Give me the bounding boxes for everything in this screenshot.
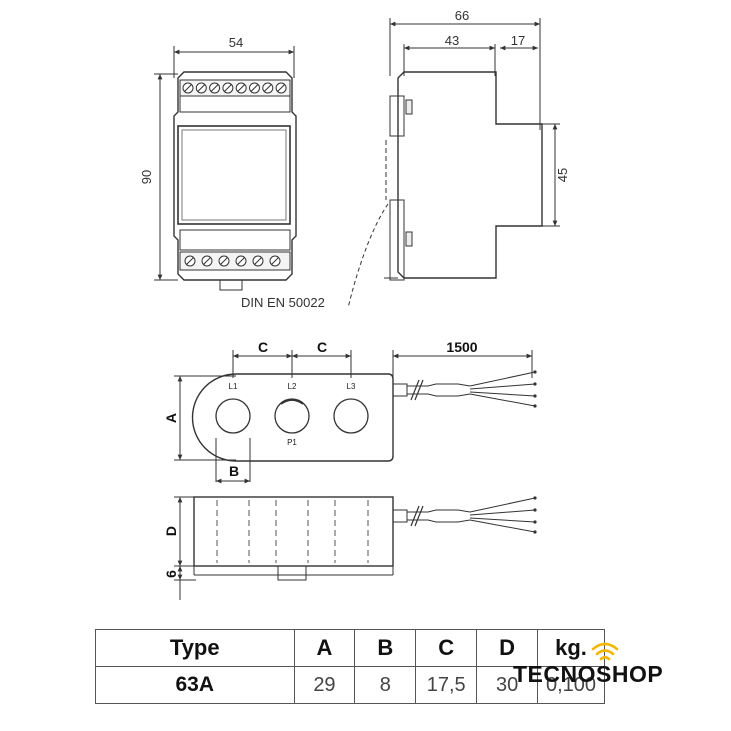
- sensor-base-label: 6: [163, 570, 179, 578]
- spec-table: Type A B C D kg. 63A 29 8 17,5 30 0,100: [95, 629, 605, 704]
- terminal-screw-slot: [197, 84, 206, 92]
- din-front-height-label: 45: [555, 168, 570, 182]
- din-width-label: 54: [229, 35, 243, 50]
- spec-table-header-row: Type A B C D kg.: [95, 629, 605, 667]
- marker-label-p1: P1: [287, 438, 297, 447]
- din-height-label: 90: [139, 170, 154, 184]
- wifi-signal-icon: [591, 642, 619, 661]
- terminal-screw-slot: [263, 84, 272, 92]
- din-module-side-view: [347, 18, 560, 309]
- header-type: Type: [95, 629, 295, 667]
- sensor-height-label: A: [163, 413, 179, 423]
- header-a: A: [293, 629, 356, 667]
- din-rail-label: DIN EN 50022: [241, 295, 325, 310]
- din-depth-total-label: 66: [455, 8, 469, 23]
- phase-label-l3: L3: [347, 382, 356, 391]
- sensor-side-view: [174, 496, 536, 600]
- header-c: C: [415, 629, 478, 667]
- terminal-screw-slot: [254, 257, 262, 265]
- cell-c: 17,5: [415, 666, 478, 704]
- cell-a: 29: [293, 666, 356, 704]
- terminal-screw-slot: [186, 257, 194, 265]
- terminal-screw-slot: [277, 84, 285, 92]
- din-depth-step-label: 17: [511, 33, 525, 48]
- terminal-screw-slot: [237, 84, 246, 92]
- sensor-top-view: [174, 350, 536, 484]
- hole-width-label: B: [229, 463, 239, 479]
- terminal-screw-slot: [237, 257, 245, 265]
- terminal-screw-slot: [271, 257, 279, 265]
- header-b: B: [354, 629, 417, 667]
- brand-logo: TECNOSHOP: [508, 642, 708, 695]
- terminal-screws-top: [182, 82, 287, 94]
- pitch-label-c-2: C: [317, 339, 327, 355]
- terminal-screws-bottom: [184, 255, 281, 267]
- pitch-label-c-1: C: [258, 339, 268, 355]
- table-row: 63A 29 8 17,5 30 0,100: [95, 666, 605, 704]
- din-depth-body-label: 43: [445, 33, 459, 48]
- terminal-screw-slot: [210, 84, 219, 92]
- cable-length-label: 1500: [446, 339, 477, 355]
- sensor-side-wire-ends: [533, 496, 537, 534]
- cell-kg: 0,100: [537, 666, 605, 704]
- cell-d: 30: [476, 666, 539, 704]
- terminal-screw-slot: [220, 257, 228, 265]
- din-module-front-view: [154, 46, 297, 291]
- phase-label-l1: L1: [229, 382, 238, 391]
- terminal-screw-slot: [203, 257, 211, 265]
- terminal-screw-slot: [184, 84, 192, 92]
- terminal-screw-slot: [250, 84, 259, 92]
- cell-b: 8: [354, 666, 417, 704]
- cell-type: 63A: [95, 666, 295, 704]
- sensor-thickness-label: D: [163, 526, 179, 536]
- brand-name: TECNOSHOP: [513, 661, 664, 687]
- terminal-screw-slot: [224, 84, 232, 92]
- sensor-top-wire-ends: [533, 370, 537, 408]
- phase-label-l2: L2: [288, 382, 297, 391]
